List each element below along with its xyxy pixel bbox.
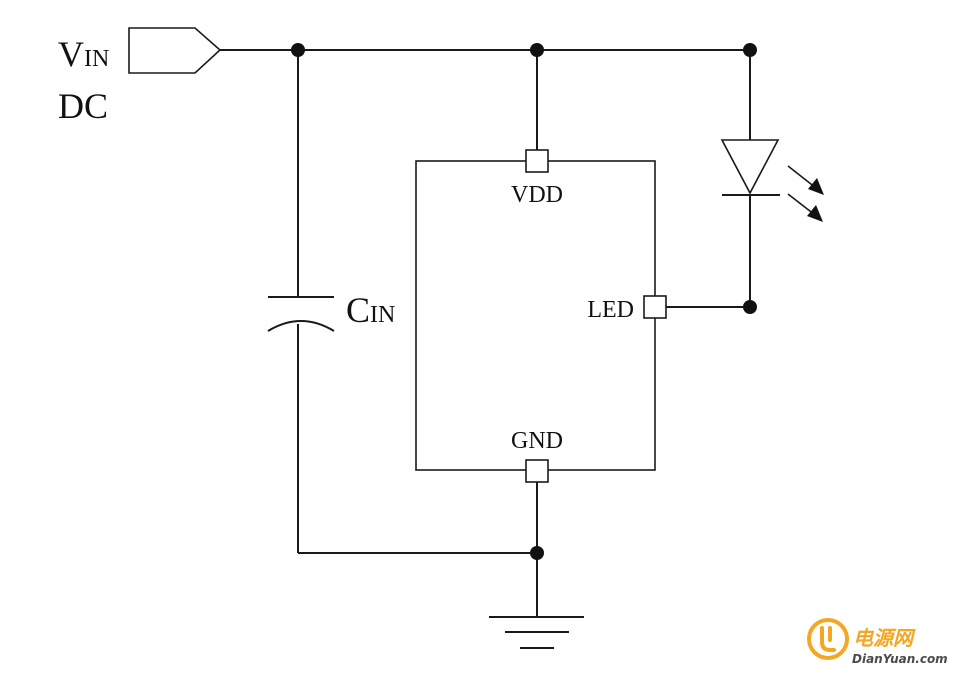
- light-emission-arrows-icon: [787, 165, 824, 222]
- vin-label-main: V: [58, 34, 84, 74]
- vdd-pin: [525, 149, 549, 173]
- led-pin-label: LED: [587, 297, 634, 323]
- gnd-pin: [525, 459, 549, 483]
- watermark-text-cn: 电源网: [853, 626, 916, 650]
- junction-dot: [743, 43, 757, 57]
- vin-label-sub: IN: [84, 46, 109, 72]
- cin-label: CIN: [346, 290, 395, 330]
- gnd-pin-label: GND: [511, 428, 563, 454]
- cin-label-main: C: [346, 290, 370, 330]
- ground-symbol: [489, 616, 584, 649]
- led-diode-icon: [720, 139, 780, 195]
- junction-dot: [291, 43, 305, 57]
- junction-dot: [530, 546, 544, 560]
- led-pin: [643, 295, 667, 319]
- junction-dot: [530, 43, 544, 57]
- watermark-plug-icon: [820, 626, 836, 652]
- vin-label: VIN: [58, 34, 109, 74]
- watermark-text-en: DianYuan.com: [852, 652, 948, 666]
- dc-label: DC: [58, 86, 108, 126]
- cap-plate-bottom: [267, 320, 335, 332]
- cin-label-sub: IN: [370, 302, 395, 328]
- input-port-symbol: [128, 27, 222, 74]
- watermark: 电源网 DianYuan.com: [807, 618, 948, 666]
- watermark-logo-icon: [807, 618, 849, 660]
- vdd-pin-label: VDD: [511, 182, 563, 208]
- junction-dot: [743, 300, 757, 314]
